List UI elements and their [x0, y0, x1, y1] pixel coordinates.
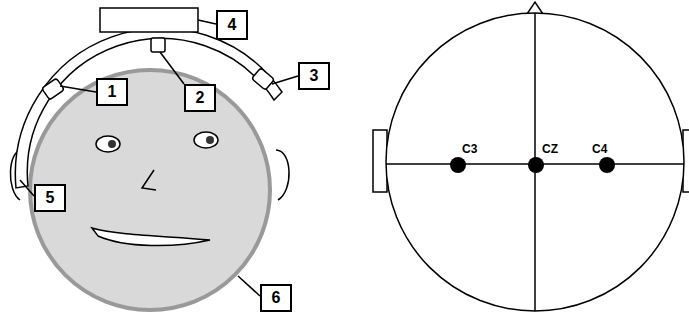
callout-box: 4	[216, 10, 248, 40]
callout-number: 4	[228, 17, 237, 33]
callout-box: 3	[298, 62, 330, 90]
callout-number: 5	[46, 190, 55, 206]
callout-box: 6	[260, 284, 292, 312]
callout-number: 2	[196, 90, 205, 106]
electrode	[252, 68, 275, 90]
pupil	[108, 140, 116, 148]
electrode-site	[599, 157, 615, 173]
callout-number: 3	[310, 68, 319, 84]
ear	[373, 130, 387, 192]
amplifier-unit	[100, 8, 198, 32]
headband	[15, 28, 282, 188]
leader-lines	[20, 20, 298, 296]
electrode-site	[528, 157, 544, 173]
eye	[194, 132, 218, 148]
callout-number: 1	[108, 84, 117, 100]
mouth	[92, 228, 210, 246]
eye	[96, 136, 120, 152]
callout-number: 6	[272, 290, 281, 306]
electrode-label: CZ	[542, 143, 558, 155]
callout-box: 2	[184, 84, 216, 112]
pupil	[206, 136, 214, 144]
right-ear	[276, 150, 289, 200]
electrode	[151, 38, 165, 52]
electrode	[42, 78, 65, 100]
electrode-label: C3	[462, 143, 477, 155]
nose-marker	[527, 2, 543, 14]
scalp-outline	[386, 13, 684, 311]
electrode-label: C4	[592, 143, 607, 155]
head	[30, 70, 270, 310]
callout-box: 5	[34, 184, 66, 212]
electrode-site	[450, 157, 466, 173]
callout-box: 1	[96, 78, 128, 106]
nose	[142, 170, 156, 190]
